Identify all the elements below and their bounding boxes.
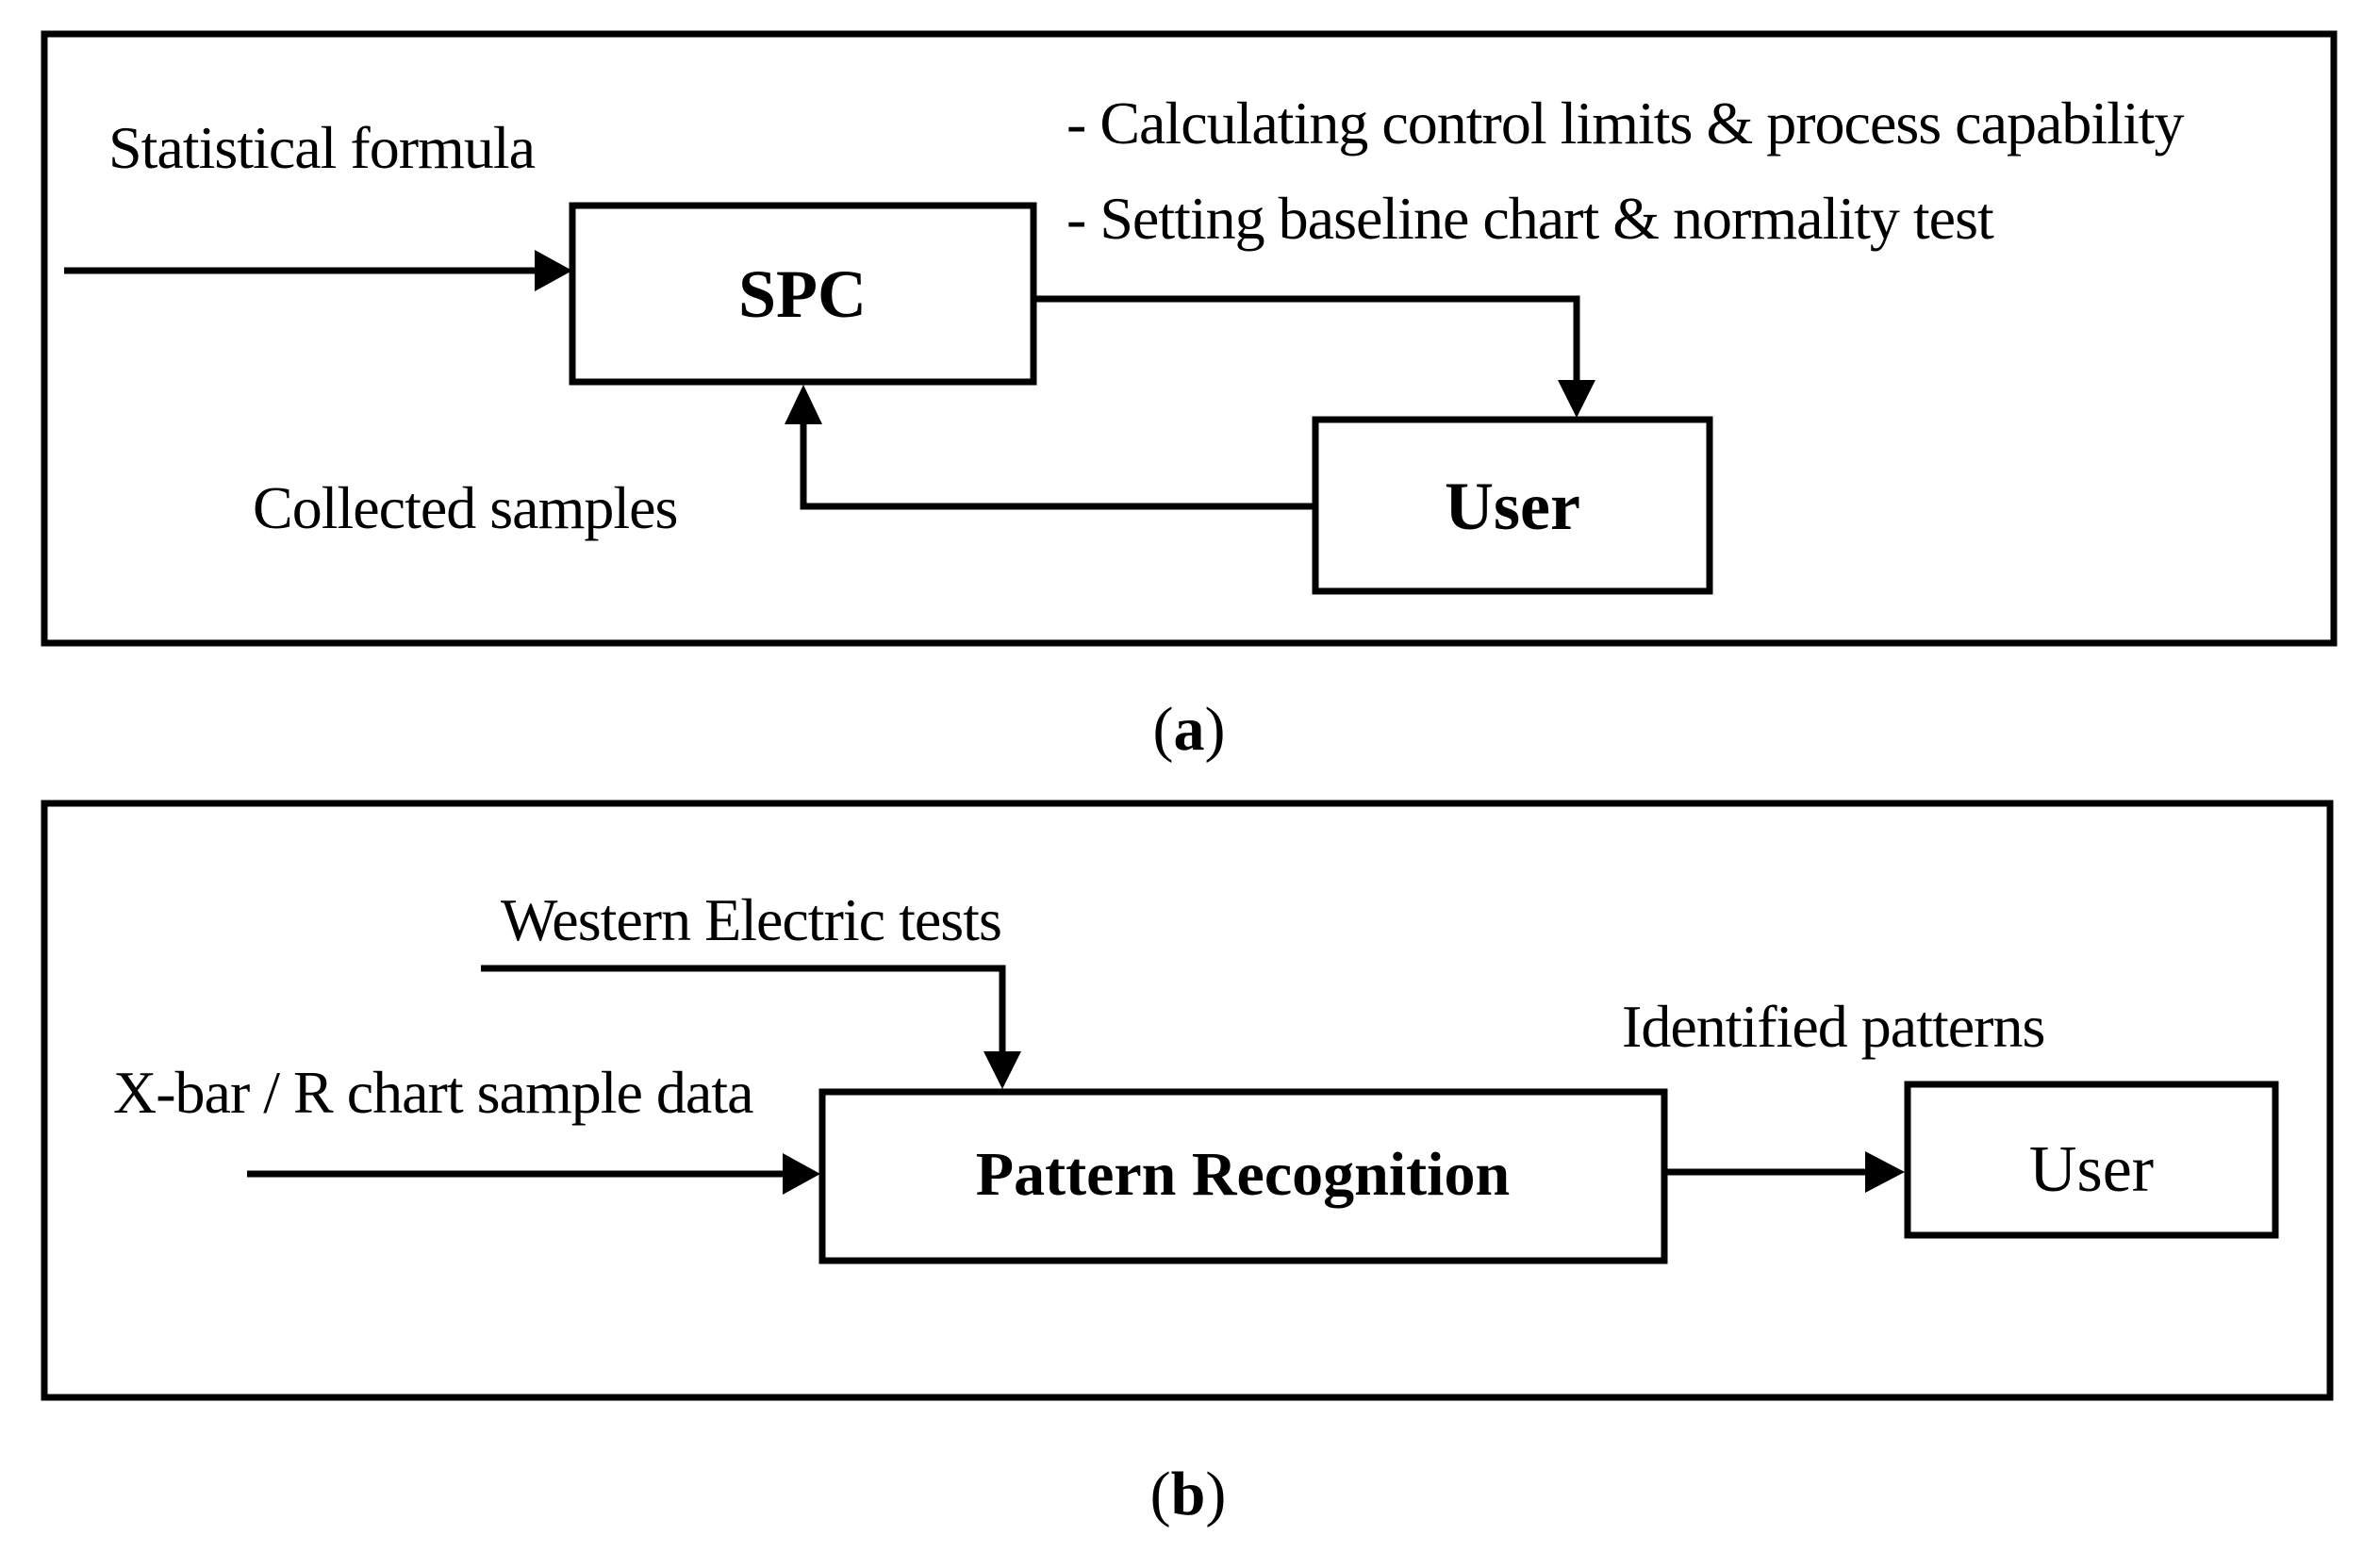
collected-samples-label: Collected samples bbox=[253, 474, 677, 541]
arrow-western-electric-to-pr bbox=[481, 965, 1006, 1051]
arrowhead-right-icon bbox=[535, 250, 572, 291]
caption-b-open: ( bbox=[1150, 1460, 1171, 1528]
arrowhead-right-icon bbox=[1865, 1151, 1905, 1193]
caption-b-letter: b bbox=[1171, 1460, 1206, 1528]
caption-a: (a) bbox=[1153, 695, 1226, 764]
caption-a-open: ( bbox=[1153, 695, 1174, 764]
pattern-recognition-box-label: Pattern Recognition bbox=[976, 1140, 1510, 1209]
arrowhead-right-icon bbox=[783, 1153, 820, 1195]
arrowhead-up-icon bbox=[785, 385, 822, 424]
xbar-sample-data-label: X-bar / R chart sample data bbox=[113, 1059, 753, 1126]
arrow-user-to-spc bbox=[800, 424, 1315, 510]
arrowhead-down-icon bbox=[1558, 380, 1595, 418]
arrowhead-down-icon bbox=[983, 1051, 1021, 1089]
panel-a-border bbox=[41, 30, 2338, 647]
pattern-recognition-box bbox=[818, 1088, 1668, 1264]
caption-a-close: ) bbox=[1205, 695, 1226, 764]
spc-box bbox=[569, 202, 1037, 386]
user-b-box-label: User bbox=[2029, 1133, 2154, 1206]
western-electric-label: Western Electric tests bbox=[501, 886, 1001, 953]
caption-a-letter: a bbox=[1174, 695, 1205, 764]
panel-b-border bbox=[41, 800, 2334, 1401]
identified-patterns-label: Identified patterns bbox=[1622, 993, 2044, 1060]
caption-b: (b) bbox=[1150, 1460, 1227, 1528]
spc-box-label: SPC bbox=[738, 256, 867, 332]
spc-bullet-1: - Calculating control limits & process c… bbox=[1066, 90, 2185, 157]
arrow-spc-to-user bbox=[1033, 295, 1580, 380]
statistical-formula-label: Statistical formula bbox=[108, 114, 536, 181]
spc-bullet-2: - Setting baseline chart & normality tes… bbox=[1066, 185, 1994, 252]
user-b-box bbox=[1904, 1081, 2279, 1239]
user-a-box-label: User bbox=[1445, 469, 1580, 544]
caption-b-close: ) bbox=[1205, 1460, 1226, 1528]
